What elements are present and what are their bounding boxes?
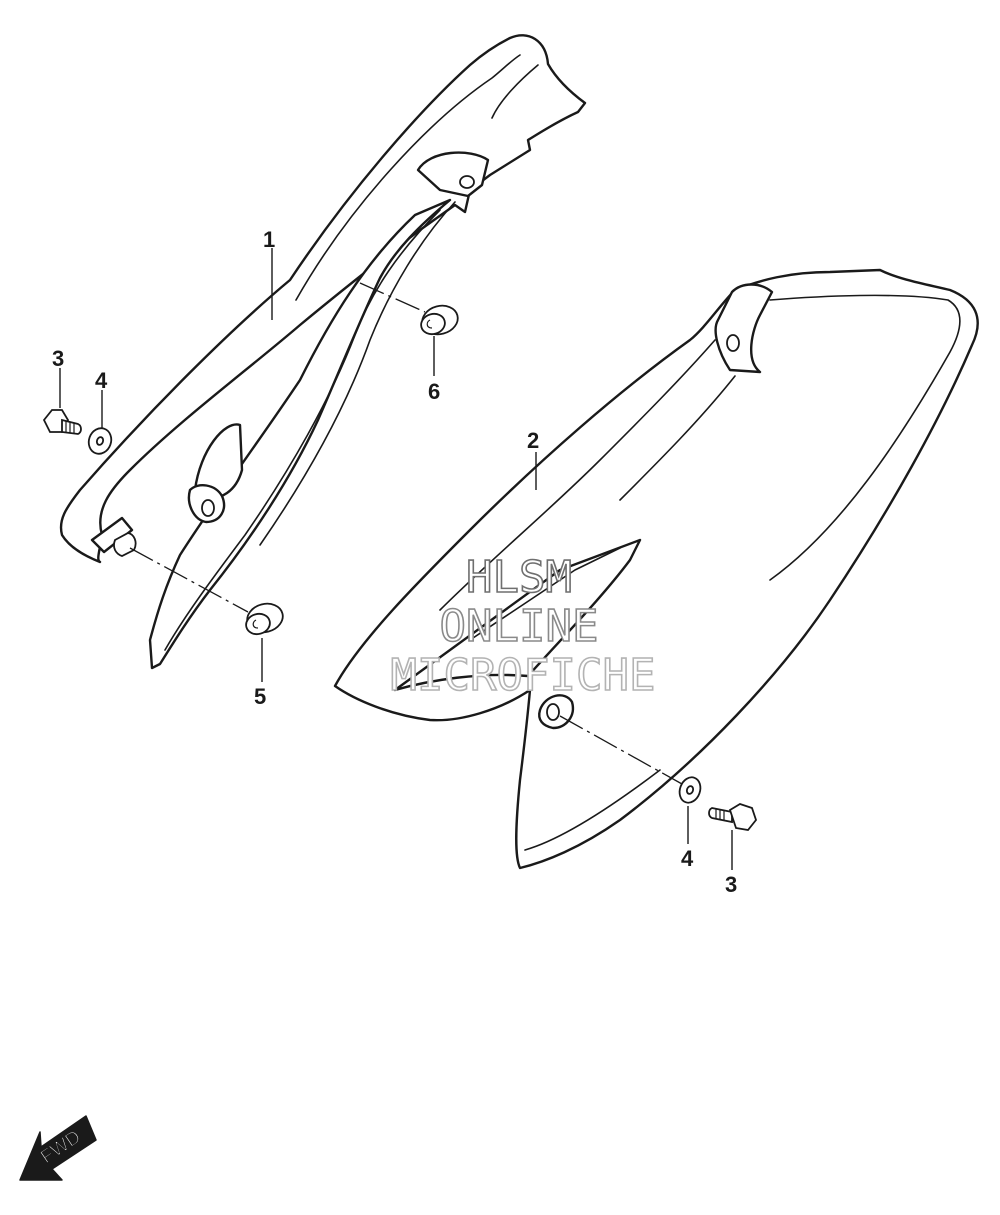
lower-edge-inner-line (524, 769, 661, 851)
frame-cover-left-crease (295, 54, 521, 301)
top-tab-hole (726, 334, 740, 352)
callout-4-right: 4 (681, 846, 694, 871)
frame-cover-left-mount-pin-base (90, 516, 134, 554)
callout-3-left: 3 (52, 346, 64, 371)
grommet-lower (245, 602, 284, 636)
callout-5: 5 (254, 684, 266, 709)
frame-cover-left-body (59, 34, 587, 564)
frame-cover-right-notch (393, 538, 642, 692)
frame-cover-right-crease-2 (619, 375, 736, 501)
watermark: HLSM ONLINE MICROFICHE (390, 551, 657, 702)
watermark-line-3: MICROFICHE (391, 650, 656, 701)
bolt-left-shaft (61, 418, 82, 435)
washer-right (678, 776, 702, 804)
right-edge-inner-line (769, 294, 961, 581)
frame-cover-left (59, 34, 587, 670)
forward-arrow-icon: FWD (19, 1115, 97, 1181)
lower-bracket-hole (201, 499, 215, 517)
watermark-line-1: HLSM (466, 552, 572, 603)
frame-cover-right-body (333, 268, 979, 870)
lower-hole (546, 703, 560, 721)
callout-1: 1 (263, 227, 275, 252)
bolt-right-head (728, 803, 758, 831)
notch-inner-line (469, 547, 621, 641)
grommet-upper (420, 304, 459, 336)
callout-4-left: 4 (95, 368, 108, 393)
washer-left (87, 427, 113, 455)
callout-3-right: 3 (725, 872, 737, 897)
frame-cover-left-top-lip (491, 64, 539, 119)
callout-2: 2 (527, 428, 539, 453)
rib-inner-line (164, 209, 441, 651)
watermark-line-2: ONLINE (440, 601, 599, 652)
bolt-right (708, 803, 758, 831)
callout-6: 6 (428, 379, 440, 404)
frame-cover-right-crease (439, 339, 716, 611)
rib-inner-line-2 (259, 201, 456, 546)
frame-cover-right (333, 268, 979, 870)
bolt-left (42, 409, 82, 435)
upper-tab-hole (459, 175, 475, 189)
